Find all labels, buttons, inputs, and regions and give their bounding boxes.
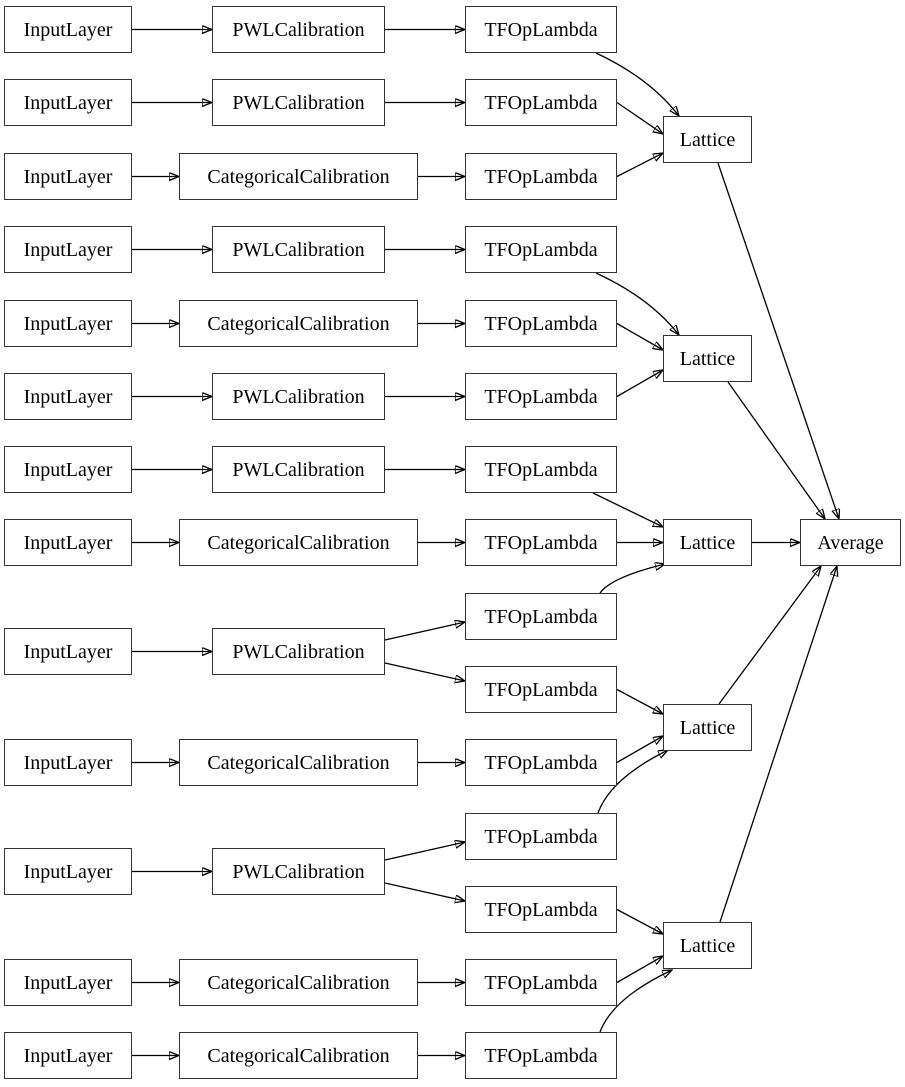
edge-tfo13-to-lat5 (599, 970, 672, 1033)
node-il13-inputlayer: InputLayer (4, 1032, 132, 1079)
node-tfo8-tfoplambda: TFOpLambda (465, 519, 617, 566)
node-cal5-categoricalcalibration: CategoricalCalibration (179, 300, 418, 347)
edge-tfo3-to-lat1 (616, 153, 663, 178)
node-tfo4-tfoplambda: TFOpLambda (465, 226, 617, 273)
edge-tfo10-to-lat4 (616, 736, 663, 764)
node-tfo2-tfoplambda: TFOpLambda (465, 79, 617, 126)
edge-tfo11a-to-lat4 (597, 750, 668, 814)
edge-cal9-to-tfo9b (384, 662, 465, 681)
node-cal8-categoricalcalibration: CategoricalCalibration (179, 519, 418, 566)
node-lat3-lattice: Lattice (663, 519, 752, 566)
node-tfo7-tfoplambda: TFOpLambda (465, 446, 617, 493)
edge-tfo4-to-lat2 (595, 272, 679, 335)
node-tfo10-tfoplambda: TFOpLambda (465, 739, 617, 786)
edge-tfo2-to-lat1 (616, 101, 663, 135)
node-cal9-pwlcalibration: PWLCalibration (212, 628, 385, 675)
edge-lat4-to-avg (718, 566, 821, 705)
node-il7-inputlayer: InputLayer (4, 446, 132, 493)
node-il12-inputlayer: InputLayer (4, 959, 132, 1006)
node-cal6-pwlcalibration: PWLCalibration (212, 373, 385, 420)
edge-tfo5-to-lat2 (616, 322, 663, 351)
node-lat5-lattice: Lattice (663, 922, 752, 969)
node-tfo13-tfoplambda: TFOpLambda (465, 1032, 617, 1079)
edge-tfo6-to-lat2 (616, 370, 663, 398)
node-tfo12-tfoplambda: TFOpLambda (465, 959, 617, 1006)
edge-cal11-to-tfo11a (384, 842, 465, 861)
edge-lat1-to-avg (717, 162, 839, 519)
node-cal3-categoricalcalibration: CategoricalCalibration (179, 153, 418, 200)
edge-lat5-to-avg (719, 566, 837, 923)
node-cal11-pwlcalibration: PWLCalibration (212, 848, 385, 895)
node-il8-inputlayer: InputLayer (4, 519, 132, 566)
node-il6-inputlayer: InputLayer (4, 373, 132, 420)
node-il9-inputlayer: InputLayer (4, 628, 132, 675)
node-tfo3-tfoplambda: TFOpLambda (465, 153, 617, 200)
node-il2-inputlayer: InputLayer (4, 79, 132, 126)
edge-cal11-to-tfo11b (384, 882, 465, 901)
node-cal10-categoricalcalibration: CategoricalCalibration (179, 739, 418, 786)
node-tfo11a-tfoplambda: TFOpLambda (465, 813, 617, 860)
node-tfo5-tfoplambda: TFOpLambda (465, 300, 617, 347)
node-cal1-pwlcalibration: PWLCalibration (212, 6, 385, 53)
node-il11-inputlayer: InputLayer (4, 848, 132, 895)
node-il4-inputlayer: InputLayer (4, 226, 132, 273)
edge-cal9-to-tfo9a (384, 622, 465, 641)
node-tfo1-tfoplambda: TFOpLambda (465, 6, 617, 53)
node-cal4-pwlcalibration: PWLCalibration (212, 226, 385, 273)
node-cal12-categoricalcalibration: CategoricalCalibration (179, 959, 418, 1006)
edge-tfo1-to-lat1 (595, 52, 679, 116)
node-lat1-lattice: Lattice (663, 116, 752, 163)
edge-tfo9b-to-lat4 (616, 688, 663, 715)
node-cal13-categoricalcalibration: CategoricalCalibration (179, 1032, 418, 1079)
node-cal7-pwlcalibration: PWLCalibration (212, 446, 385, 493)
edge-lat2-to-avg (727, 381, 825, 519)
node-tfo6-tfoplambda: TFOpLambda (465, 373, 617, 420)
node-il1-inputlayer: InputLayer (4, 6, 132, 53)
edge-tfo9a-to-lat3 (599, 564, 665, 594)
edge-tfo11b-to-lat5 (616, 908, 663, 935)
node-tfo11b-tfoplambda: TFOpLambda (465, 886, 617, 933)
node-il3-inputlayer: InputLayer (4, 153, 132, 200)
node-lat4-lattice: Lattice (663, 704, 752, 751)
node-il5-inputlayer: InputLayer (4, 300, 132, 347)
node-lat2-lattice: Lattice (663, 335, 752, 382)
node-tfo9b-tfoplambda: TFOpLambda (465, 666, 617, 713)
node-tfo9a-tfoplambda: TFOpLambda (465, 593, 617, 640)
node-avg-average: Average (800, 519, 901, 566)
edge-tfo7-to-lat3 (592, 492, 663, 527)
edge-tfo12-to-lat5 (616, 956, 663, 984)
node-il10-inputlayer: InputLayer (4, 739, 132, 786)
node-cal2-pwlcalibration: PWLCalibration (212, 79, 385, 126)
